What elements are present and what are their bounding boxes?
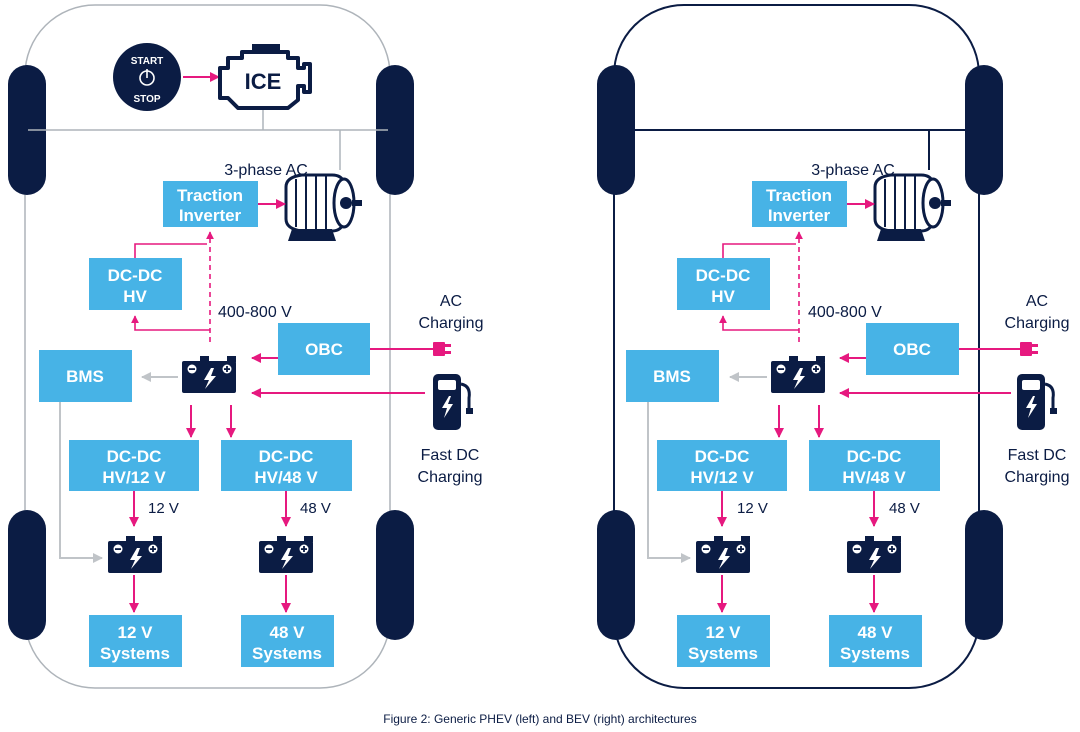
- bev-plug-icon: [1020, 342, 1038, 356]
- phev-plug-icon: [433, 342, 451, 356]
- phev-charger-icon: [431, 372, 475, 432]
- svg-text:HV/12 V: HV/12 V: [690, 468, 754, 487]
- phev-obc: OBC: [278, 323, 370, 375]
- start-stop-button: START STOP: [113, 43, 181, 111]
- svg-text:Traction: Traction: [766, 186, 832, 205]
- svg-text:Systems: Systems: [840, 644, 910, 663]
- start-label: START: [131, 56, 164, 67]
- bev-wheel-rear-right: [965, 510, 1003, 640]
- svg-text:HV: HV: [123, 287, 147, 306]
- phev-dcdc-hv: DC-DC HV: [89, 258, 182, 310]
- bev-48v-systems: 48 V Systems: [829, 615, 922, 667]
- svg-text:DC-DC: DC-DC: [108, 266, 163, 285]
- svg-text:AC: AC: [1026, 293, 1048, 310]
- svg-text:Traction: Traction: [177, 186, 243, 205]
- bev-dcdc-12v: DC-DC HV/12 V: [657, 440, 787, 491]
- phev-voltage-label: 400-800 V: [218, 304, 292, 321]
- bev-wheel-front-left: [597, 65, 635, 195]
- svg-text:BMS: BMS: [66, 367, 104, 386]
- phev-48v-systems: 48 V Systems: [241, 615, 334, 667]
- bev-dcdc-hv: DC-DC HV: [677, 258, 770, 310]
- phev-bms: BMS: [39, 350, 132, 402]
- svg-text:DC-DC: DC-DC: [695, 447, 750, 466]
- svg-text:Fast DC: Fast DC: [1008, 447, 1067, 464]
- figure-caption: Figure 2: Generic PHEV (left) and BEV (r…: [383, 712, 697, 726]
- phev-hv-battery-icon: [182, 356, 236, 393]
- ice-label: ICE: [245, 69, 282, 94]
- svg-text:DC-DC: DC-DC: [259, 447, 314, 466]
- bev-dcdc-48v: DC-DC HV/48 V: [809, 440, 940, 491]
- bev-3phase-label: 3-phase AC: [811, 162, 895, 179]
- bev-voltage-label: 400-800 V: [808, 304, 882, 321]
- bev-12v-systems: 12 V Systems: [677, 615, 770, 667]
- bev-48v-battery-icon: [847, 536, 901, 573]
- phev-12v-battery-icon: [108, 536, 162, 573]
- svg-text:12 V: 12 V: [148, 500, 179, 517]
- bev-bms: BMS: [626, 350, 719, 402]
- bev-obc: OBC: [866, 323, 959, 375]
- phev-wheel-front-left: [8, 65, 46, 195]
- bev-panel: 3-phase AC Traction Inverter DC-DC HV 40…: [597, 4, 1070, 689]
- phev-wheel-rear-left: [8, 510, 46, 640]
- svg-text:Charging: Charging: [418, 469, 483, 486]
- phev-dcdc-12v: DC-DC HV/12 V: [69, 440, 199, 491]
- svg-text:Charging: Charging: [1005, 315, 1070, 332]
- phev-traction-inverter: Traction Inverter: [163, 181, 258, 227]
- svg-text:Systems: Systems: [252, 644, 322, 663]
- svg-text:HV: HV: [711, 287, 735, 306]
- phev-48v-battery-icon: [259, 536, 313, 573]
- svg-text:BMS: BMS: [653, 367, 691, 386]
- phev-3phase-label: 3-phase AC: [224, 162, 308, 179]
- svg-text:Inverter: Inverter: [768, 206, 831, 225]
- svg-text:HV/48 V: HV/48 V: [842, 468, 906, 487]
- svg-text:HV/48 V: HV/48 V: [254, 468, 318, 487]
- svg-text:12 V: 12 V: [118, 623, 154, 642]
- svg-text:Inverter: Inverter: [179, 206, 242, 225]
- phev-dcdc-48v: DC-DC HV/48 V: [221, 440, 352, 491]
- svg-text:OBC: OBC: [893, 340, 931, 359]
- svg-text:12 V: 12 V: [737, 500, 768, 517]
- svg-text:48 V: 48 V: [300, 500, 331, 517]
- bev-wheel-front-right: [965, 65, 1003, 195]
- svg-text:48 V: 48 V: [270, 623, 306, 642]
- svg-text:48 V: 48 V: [858, 623, 894, 642]
- svg-text:Fast DC: Fast DC: [421, 447, 480, 464]
- phev-panel: START STOP ICE 3-phase AC Traction Inver…: [8, 4, 484, 689]
- svg-text:Charging: Charging: [419, 315, 484, 332]
- svg-text:Systems: Systems: [688, 644, 758, 663]
- svg-text:Systems: Systems: [100, 644, 170, 663]
- svg-text:12 V: 12 V: [706, 623, 742, 642]
- svg-text:48 V: 48 V: [889, 500, 920, 517]
- bev-hv-battery-icon: [771, 356, 825, 393]
- svg-text:DC-DC: DC-DC: [847, 447, 902, 466]
- svg-text:DC-DC: DC-DC: [107, 447, 162, 466]
- phev-12v-systems: 12 V Systems: [89, 615, 182, 667]
- bev-12v-battery-icon: [696, 536, 750, 573]
- svg-text:Charging: Charging: [1005, 469, 1070, 486]
- bev-traction-inverter: Traction Inverter: [752, 181, 847, 227]
- phev-wheel-front-right: [376, 65, 414, 195]
- bev-wheel-rear-left: [597, 510, 635, 640]
- svg-text:HV/12 V: HV/12 V: [102, 468, 166, 487]
- stop-label: STOP: [133, 94, 160, 105]
- phev-wheel-rear-right: [376, 510, 414, 640]
- svg-text:OBC: OBC: [305, 340, 343, 359]
- bev-charger-icon: [1015, 372, 1059, 432]
- engine-icon: ICE: [218, 44, 312, 110]
- svg-text:DC-DC: DC-DC: [696, 266, 751, 285]
- svg-text:AC: AC: [440, 293, 462, 310]
